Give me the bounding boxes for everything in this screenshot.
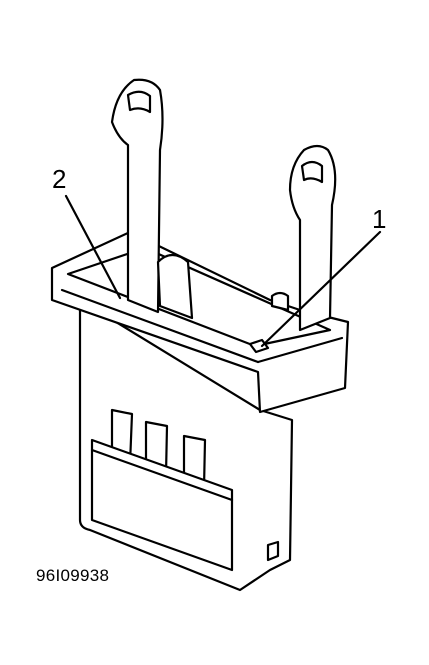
left-latch-hook [126,90,152,114]
terminal-slot-1 [248,338,270,354]
skirt-line [90,448,234,502]
leader-line-2 [64,194,122,300]
connector-notch [266,540,280,562]
connector-bottom-skirt [90,438,234,572]
right-small-post [270,291,290,312]
collar-inner-edge-2 [256,336,344,364]
figure-id-label: 96I09938 [36,566,110,585]
callout-label-1: 1 [372,204,387,234]
callout-label-2: 2 [52,164,67,194]
center-post [156,253,194,320]
leader-line-1 [260,230,382,348]
right-latch-hook [300,160,324,184]
left-latch [110,78,164,314]
right-latch [288,144,337,332]
collar-inner-edge [60,288,260,364]
